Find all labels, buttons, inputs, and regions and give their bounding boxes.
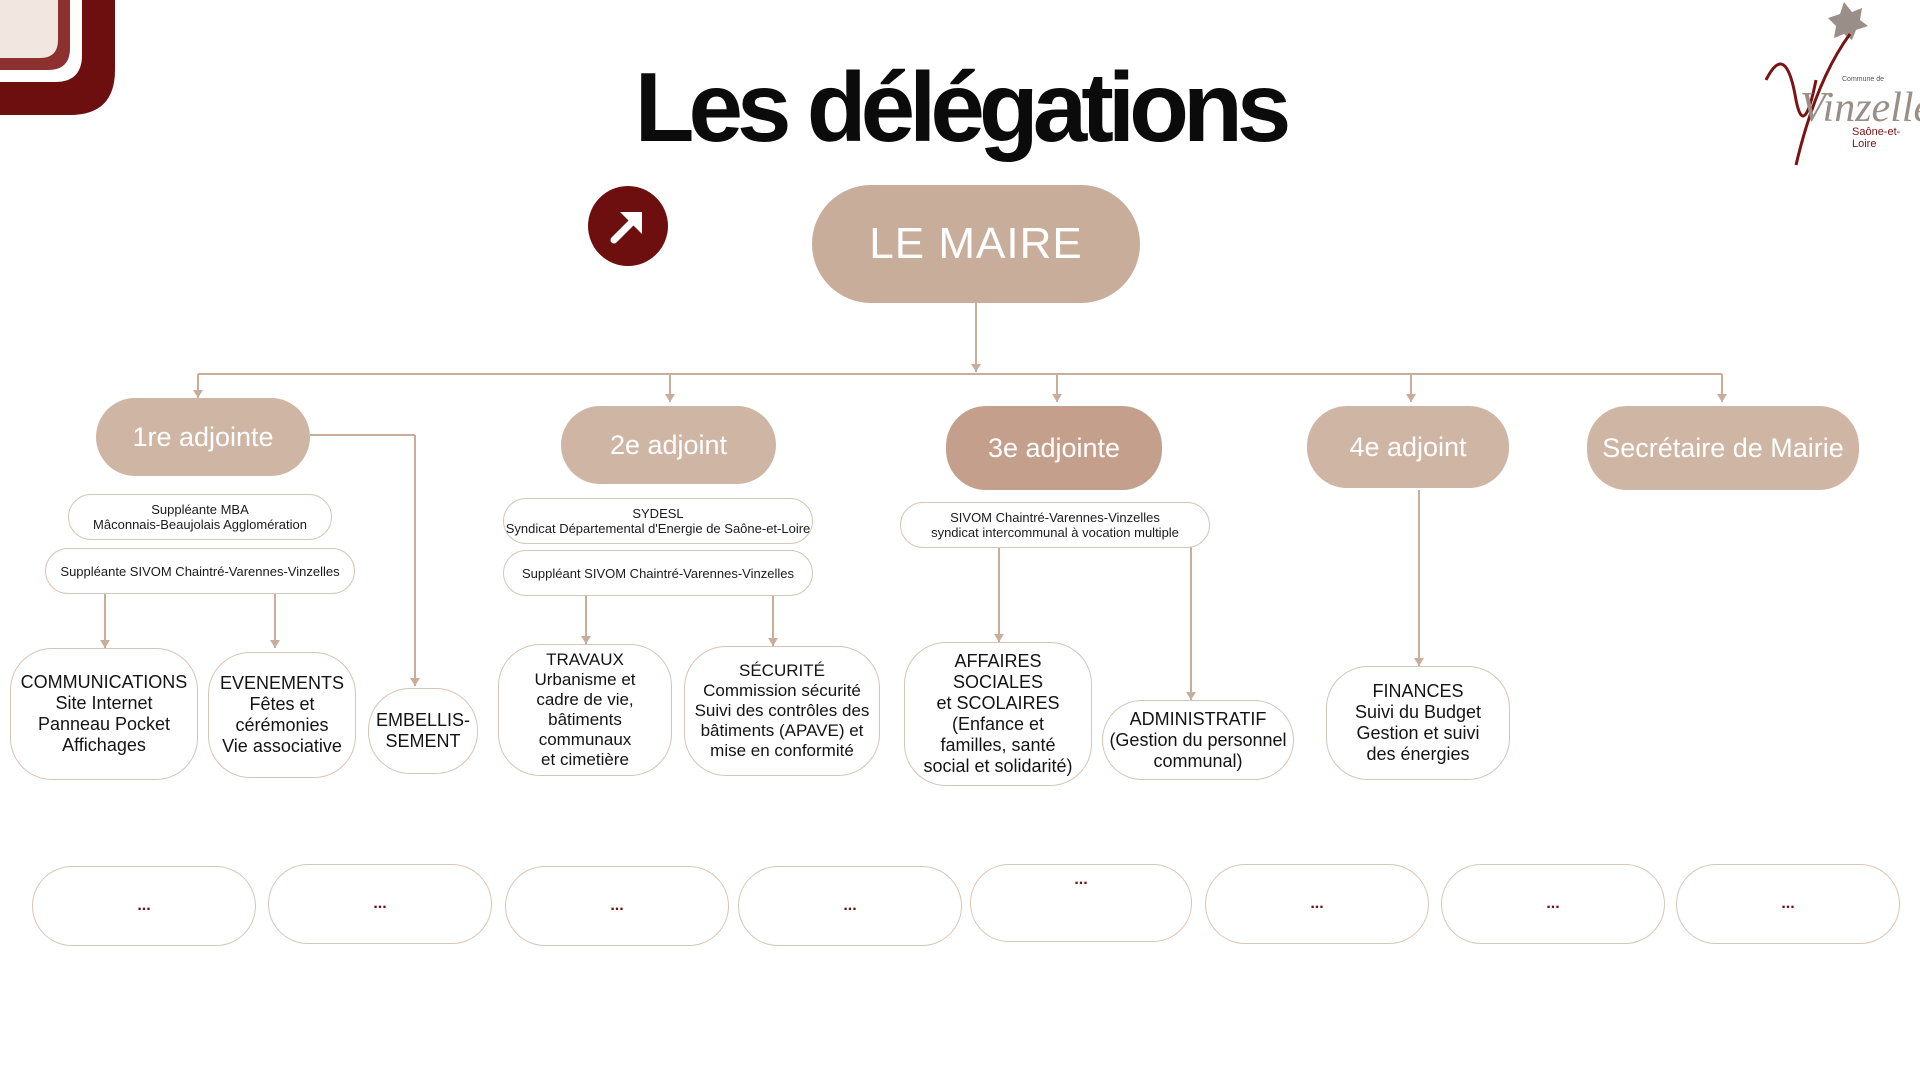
arrow-link-button[interactable] <box>588 186 668 266</box>
vine-leaf-icon <box>1764 2 1868 166</box>
vinzelles-logo: Commune de Vinzelles Saône-et-Loire <box>1756 0 1920 170</box>
card-communications: COMMUNICATIONS Site Internet Panneau Poc… <box>10 648 198 780</box>
card-finances: FINANCES Suivi du Budget Gestion et suiv… <box>1326 666 1510 780</box>
placeholder-slot: ... <box>32 866 256 946</box>
placeholder-slot: ... <box>505 866 729 946</box>
card-administratif: ADMINISTRATIF (Gestion du personnel comm… <box>1102 700 1294 780</box>
card-evenements: EVENEMENTS Fêtes et cérémonies Vie assoc… <box>208 652 356 778</box>
pill-sivom-1: Suppléante SIVOM Chaintré-Varennes-Vinze… <box>45 548 355 594</box>
pill-mba-line1: Suppléante MBA <box>151 502 249 517</box>
placeholder-slot: ... <box>1676 864 1900 944</box>
pill-sivom-1-line1: Suppléante SIVOM Chaintré-Varennes-Vinze… <box>60 563 340 579</box>
pill-sydesl-line2: Syndicat Départemental d'Energie de Saôn… <box>505 521 811 536</box>
role-secretaire-mairie: Secrétaire de Mairie <box>1587 406 1859 490</box>
placeholder-slot: ... <box>268 864 492 944</box>
logo-commune-label: Commune de <box>1842 76 1885 83</box>
placeholder-slot: ... <box>1205 864 1429 944</box>
role-4e-adjoint: 4e adjoint <box>1307 406 1509 488</box>
pill-sivom-2: Suppléant SIVOM Chaintré-Varennes-Vinzel… <box>503 550 813 596</box>
role-1re-adjointe: 1re adjointe <box>96 398 310 476</box>
logo-name: Vinzelles <box>1800 85 1920 131</box>
placeholder-slot: ... <box>970 864 1192 942</box>
card-travaux: TRAVAUX Urbanisme et cadre de vie, bâtim… <box>498 644 672 776</box>
placeholder-slot: ... <box>1441 864 1665 944</box>
logo-region: Saône-et-Loire <box>1852 126 1901 150</box>
page-title: Les délégations <box>634 52 1292 162</box>
role-3e-adjointe: 3e adjointe <box>946 406 1162 490</box>
pill-sivom-3-line2: syndicat intercommunal à vocation multip… <box>931 525 1179 540</box>
placeholder-slot: ... <box>738 866 962 946</box>
pill-sivom-2-line1: Suppléant SIVOM Chaintré-Varennes-Vinzel… <box>522 565 794 581</box>
arrow-up-right-icon <box>610 212 642 244</box>
pill-sydesl-line1: SYDESL <box>632 506 684 521</box>
stripes-logo-icon <box>0 0 115 115</box>
pill-sivom-3-line1: SIVOM Chaintré-Varennes-Vinzelles <box>950 510 1160 525</box>
card-affaires-sociales: AFFAIRES SOCIALES et SCOLAIRES (Enfance … <box>904 642 1092 786</box>
pill-mba-line2: Mâconnais-Beaujolais Agglomération <box>93 517 307 532</box>
role-2e-adjoint: 2e adjoint <box>561 406 776 484</box>
card-embellissement: EMBELLIS- SEMENT <box>368 688 478 774</box>
card-securite: SÉCURITÉ Commission sécurité Suivi des c… <box>684 646 880 776</box>
maire-node: LE MAIRE <box>812 185 1140 303</box>
